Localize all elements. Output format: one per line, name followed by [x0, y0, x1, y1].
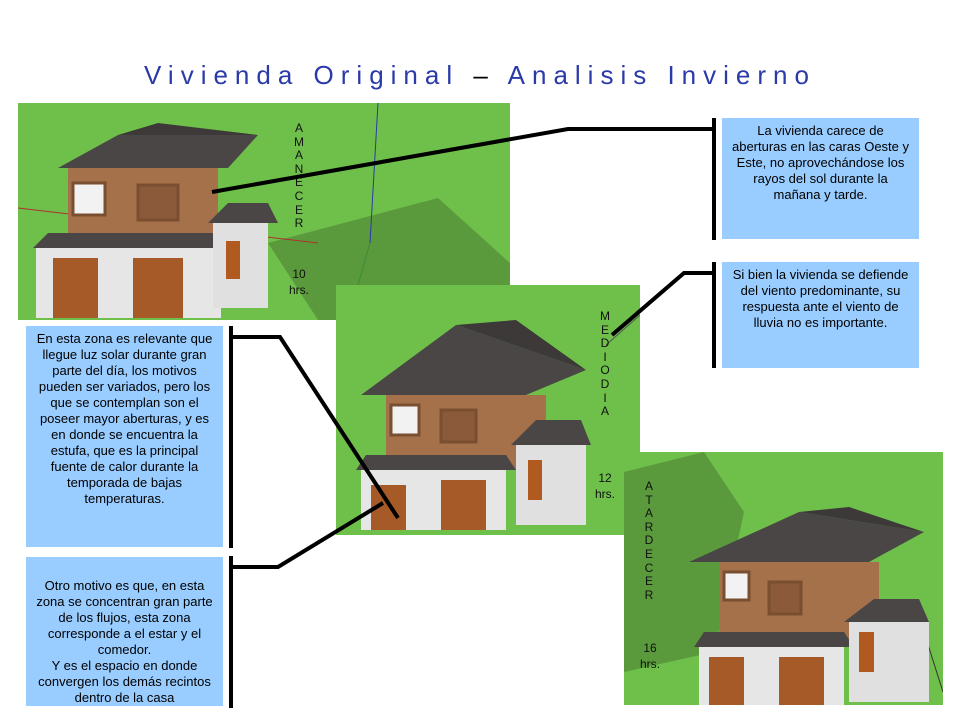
connector-zone-flow: [233, 501, 385, 569]
scene-atardecer: [624, 452, 943, 705]
note-zone-light: En esta zona es relevante que llegue luz…: [26, 326, 223, 547]
connector-zone-light: [233, 335, 400, 520]
page-title: Vivienda Original – Analisis Invierno: [0, 60, 960, 91]
bracket-note-wind: [712, 262, 716, 368]
note-zone-flow: Otro motivo es que, en esta zona se conc…: [26, 557, 223, 706]
label-atardecer: A T A R D E C E R: [644, 479, 654, 602]
connector-west-east: [211, 127, 712, 194]
scene-amanecer: [18, 103, 510, 320]
title-separator: –: [473, 60, 495, 90]
label-amanecer: A M A N E C E R: [294, 121, 304, 231]
bracket-note-west-east: [712, 118, 716, 240]
bracket-note-zone-light: [229, 326, 233, 548]
title-part-1: Vivienda Original: [144, 60, 460, 90]
house-render-amanecer: [18, 103, 510, 320]
label-mediodia: M E D I O D I A: [600, 309, 610, 419]
note-wind: Si bien la vivienda se defiende del vien…: [722, 262, 919, 368]
title-part-2: Analisis Invierno: [507, 60, 816, 90]
note-west-east: La vivienda carece de aberturas en las c…: [722, 118, 919, 239]
connector-wind: [610, 271, 712, 337]
house-render-atardecer: [624, 452, 943, 705]
bracket-note-zone-flow: [229, 556, 233, 708]
